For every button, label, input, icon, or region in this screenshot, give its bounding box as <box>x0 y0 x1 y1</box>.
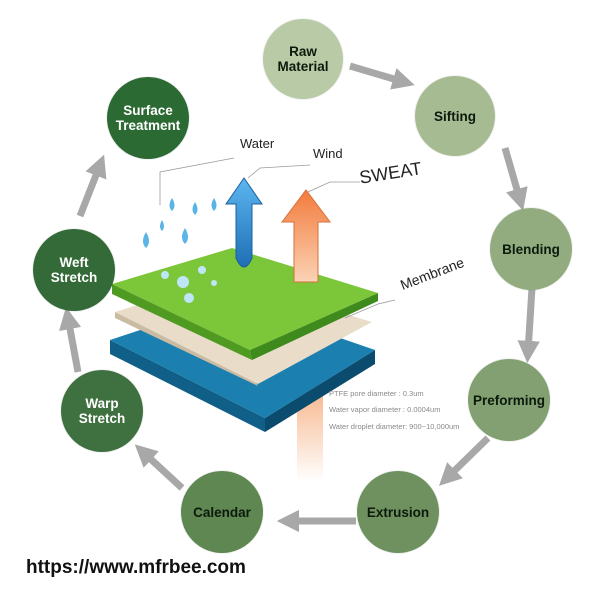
water-label: Water <box>240 136 275 151</box>
stage-weft-stretch: Weft Stretch <box>33 229 115 311</box>
spec-pore-diameter: PTFE pore diameter : 0.3um <box>329 389 424 398</box>
arrow-calendar-to-warp <box>134 444 185 491</box>
water-leader-line <box>159 157 235 205</box>
membrane-top-front <box>250 293 378 360</box>
arrow-raw-to-sifting <box>349 62 415 90</box>
stage-extrusion: Extrusion <box>357 471 439 553</box>
sweat-leader-line <box>307 181 360 193</box>
water-drop <box>192 202 198 215</box>
sweat-arrow <box>281 189 331 283</box>
stage-blending: Blending <box>490 208 572 290</box>
wind-label: Wind <box>313 146 343 161</box>
water-drop <box>160 220 164 231</box>
water-bead <box>198 266 206 274</box>
membrane-middle-side <box>115 312 258 386</box>
membrane-bottom-front <box>265 350 375 432</box>
spec-vapor-diameter: Water vapor diameter : 0.0004um <box>329 405 441 414</box>
membrane-bottom-side <box>110 340 265 432</box>
arrow-blending-to-preforming <box>517 287 540 364</box>
arrow-preforming-to-extrusion <box>438 435 491 486</box>
stage-surface-treatment: Surface Treatment <box>107 77 189 159</box>
membrane-top-side <box>112 284 252 360</box>
arrow-sifting-to-blending <box>501 147 528 211</box>
spec-droplet-diameter: Water droplet diameter: 900~10,000um <box>329 422 460 431</box>
wind-arrow <box>225 177 263 268</box>
stage-warp-stretch: Warp Stretch <box>61 370 143 452</box>
water-bead <box>177 276 189 288</box>
arrow-weft-to-surface <box>76 154 107 218</box>
water-drop <box>211 198 217 211</box>
water-bead <box>161 271 169 279</box>
stage-sifting: Sifting <box>415 76 495 156</box>
arrow-warp-to-weft <box>59 306 82 373</box>
water-drop <box>169 198 175 211</box>
membrane-leader-line <box>344 299 396 319</box>
water-drop <box>182 228 188 244</box>
water-drop <box>143 232 149 248</box>
water-bead <box>184 293 194 303</box>
stage-raw-material: Raw Material <box>263 19 343 99</box>
stage-preforming: Preforming <box>468 359 550 441</box>
wind-leader-line <box>247 164 311 179</box>
site-watermark: https://www.mfrbee.com <box>26 557 246 578</box>
stage-calendar: Calendar <box>181 471 263 553</box>
water-bead <box>211 280 217 286</box>
